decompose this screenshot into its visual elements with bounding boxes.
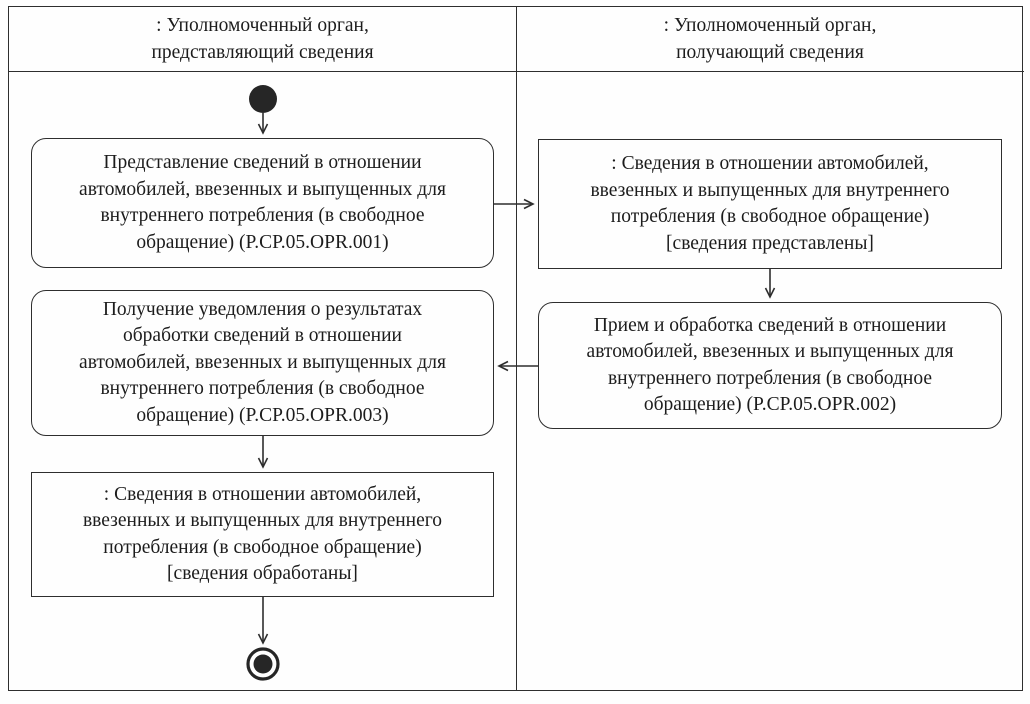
action-node-opr-002: Прием и обработка сведений в отношении а… xyxy=(538,302,1002,429)
swimlane-frame xyxy=(8,6,1023,691)
lane-header-divider xyxy=(8,71,1024,72)
lane-header-provider: : Уполномоченный орган, представляющий с… xyxy=(151,15,374,63)
object-node-processed: : Сведения в отношении автомобилей, ввез… xyxy=(31,472,494,597)
lane-header-receiver: : Уполномоченный орган, получающий сведе… xyxy=(663,15,877,63)
object-node-provided: : Сведения в отношении автомобилей, ввез… xyxy=(538,139,1002,269)
lane-divider xyxy=(516,6,517,691)
action-node-opr-001: Представление сведений в отношении автом… xyxy=(31,138,494,268)
action-node-opr-003: Получение уведомления о результатах обра… xyxy=(31,290,494,436)
